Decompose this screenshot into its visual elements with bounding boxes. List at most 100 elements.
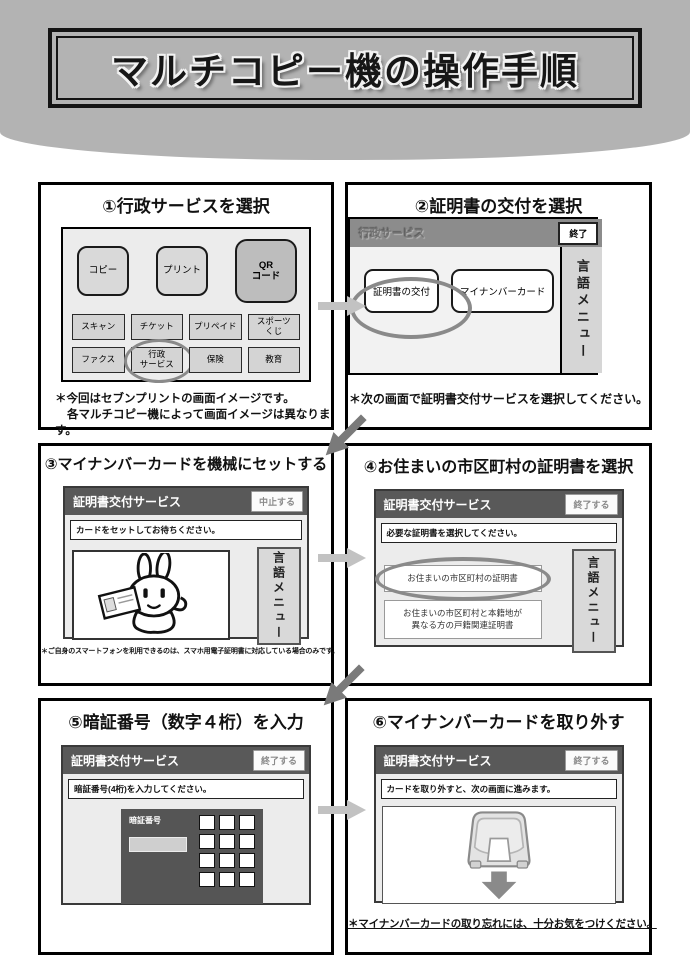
- cancel-button[interactable]: 中止する: [250, 491, 303, 512]
- family-register-certificate-button[interactable]: お住まいの市区町村と本籍地が 異なる方の戸籍関連証明書: [383, 600, 542, 640]
- screen-message: カードをセットしてお待ちください。: [70, 520, 302, 540]
- insurance-button[interactable]: 保険: [189, 347, 242, 373]
- keypad-key[interactable]: [239, 834, 255, 849]
- step5-panel: ⑤暗証番号（数字４桁）を入力 証明書交付サービス 終了する 暗証番号(4桁)を入…: [38, 698, 334, 955]
- rabbit-icon: [97, 553, 188, 634]
- certificate-issuance-button[interactable]: 証明書の交付: [364, 269, 440, 313]
- pin-entry-area: 暗証番号: [129, 815, 187, 898]
- end-button[interactable]: 終了: [558, 221, 599, 245]
- step3-title: ③マイナンバーカードを機械にセットする: [44, 456, 328, 473]
- step1-title: ①行政サービスを選択: [102, 197, 270, 216]
- page-title: マルチコピー機の操作手順: [111, 51, 579, 92]
- step6-title: ⑥マイナンバーカードを取り外す: [372, 713, 625, 732]
- step4-panel: ④お住まいの市区町村の証明書を選択 証明書交付サービス 終了する 必要な証明書を…: [345, 443, 652, 686]
- step2-title: ②証明書の交付を選択: [414, 197, 583, 216]
- sports-lottery-button[interactable]: スポーツ くじ: [247, 314, 300, 340]
- keypad-key[interactable]: [239, 872, 255, 887]
- card-reader-icon: [466, 811, 531, 900]
- step2-button-row: 証明書の交付 マイナンバーカード: [350, 247, 560, 339]
- step5-screen-header: 証明書交付サービス 終了する: [63, 747, 309, 774]
- card-reader-image: [381, 806, 616, 904]
- flow-arrow-diagonal-icon: [314, 406, 371, 463]
- keypad-key[interactable]: [199, 815, 215, 830]
- step4-screen-body: お住まいの市区町村の証明書 お住まいの市区町村と本籍地が 異なる方の戸籍関連証明…: [374, 543, 622, 653]
- language-menu-label: 言語メニュー: [271, 551, 286, 641]
- copy-button[interactable]: コピー: [77, 246, 129, 296]
- title-box: マルチコピー機の操作手順: [48, 28, 642, 108]
- step4-button-column: お住まいの市区町村の証明書 お住まいの市区町村と本籍地が 異なる方の戸籍関連証明…: [374, 557, 551, 640]
- keypad-key[interactable]: [199, 872, 215, 887]
- step2-screen-header: 行政サービス 終了: [350, 219, 603, 247]
- qr-code-button[interactable]: QR コード: [235, 239, 297, 303]
- flow-arrow-diagonal-icon: [312, 656, 369, 713]
- step6-note: ＊マイナンバーカードの取り忘れには、十分お気をつけください。: [348, 918, 657, 930]
- keypad-key[interactable]: [199, 834, 215, 849]
- step6-panel: ⑥マイナンバーカードを取り外す 証明書交付サービス 終了する カードを取り外すと…: [345, 698, 657, 955]
- step1-note-line1: ＊今回はセブンプリントの画面イメージです。: [55, 393, 295, 405]
- fax-button[interactable]: ファクス: [72, 347, 125, 373]
- prepaid-button[interactable]: プリペイド: [189, 314, 242, 340]
- language-menu-label: 言語メニュー: [574, 259, 590, 361]
- language-menu-button[interactable]: 言語メニュー: [257, 547, 301, 645]
- language-menu-button[interactable]: 言語メニュー: [571, 549, 616, 653]
- screen-message: 暗証番号(4桁)を入力してください。: [68, 779, 304, 799]
- pin-input[interactable]: [129, 837, 187, 852]
- pin-label: 暗証番号: [129, 816, 161, 825]
- step6-screen: 証明書交付サービス 終了する カードを取り外すと、次の画面に進みます。: [373, 745, 624, 904]
- end-button[interactable]: 終了する: [252, 750, 305, 771]
- education-button[interactable]: 教育: [247, 347, 300, 373]
- keypad-key[interactable]: [239, 815, 255, 830]
- screen-header-title: 証明書交付サービス: [73, 495, 182, 509]
- selection-ellipse: [123, 339, 194, 383]
- ticket-button[interactable]: チケット: [130, 314, 183, 340]
- screen-header-title: 証明書交付サービス: [383, 498, 492, 512]
- step3-note: ＊ご自身のスマートフォンを利用できるのは、スマホ用電子証明書に対応している場合の…: [41, 648, 339, 655]
- end-button[interactable]: 終了する: [565, 750, 618, 771]
- home-municipality-certificate-button[interactable]: お住まいの市区町村の証明書: [383, 565, 542, 593]
- step2-screen-body: 証明書の交付 マイナンバーカード: [350, 247, 563, 373]
- step5-screen: 証明書交付サービス 終了する 暗証番号(4桁)を入力してください。 暗証番号: [61, 745, 311, 905]
- keypad-key[interactable]: [199, 853, 215, 868]
- language-menu-button[interactable]: 言語メニュー: [562, 247, 603, 373]
- mynumber-card-button[interactable]: マイナンバーカード: [451, 269, 555, 313]
- step2-note: ＊次の画面で証明書交付サービスを選択してください。: [348, 392, 649, 406]
- step4-screen: 証明書交付サービス 終了する 必要な証明書を選択してください。 お住まいの市区町…: [373, 489, 624, 653]
- end-button[interactable]: 終了する: [565, 494, 618, 515]
- flow-arrow-right-icon: [318, 800, 366, 825]
- scan-button[interactable]: スキャン: [72, 314, 125, 340]
- step2-screen: 行政サービス 終了 証明書の交付 マイナンバーカード 言語メニュー: [348, 217, 603, 375]
- step3-panel: ③マイナンバーカードを機械にセットする 証明書交付サービス 中止する カードをセ…: [38, 443, 339, 686]
- screen-header-title: 証明書交付サービス: [383, 754, 492, 768]
- step4-title: ④お住まいの市区町村の証明書を選択: [363, 459, 634, 476]
- flow-arrow-right-icon: [318, 548, 366, 573]
- step3-screen-header: 証明書交付サービス 中止する: [65, 488, 307, 515]
- language-menu-label: 言語メニュー: [586, 556, 600, 646]
- keypad-key[interactable]: [219, 834, 235, 849]
- pin-keypad-panel: 暗証番号: [121, 809, 263, 904]
- step1-screen: コピー プリント QR コード スキャン チケット プリペイド スポーツ くじ …: [61, 227, 311, 383]
- screen-header-title: 証明書交付サービス: [71, 754, 180, 768]
- step1-panel: ①行政サービスを選択 コピー プリント QR コード スキャン チケット プリペ…: [38, 182, 334, 437]
- screen-header-title: 行政サービス: [359, 228, 425, 240]
- screen-message: カードを取り外すと、次の画面に進みます。: [380, 779, 617, 799]
- step1-note: ＊今回はセブンプリントの画面イメージです。 各マルチコピー機によって画面イメージ…: [55, 391, 331, 439]
- title-box-inner: マルチコピー機の操作手順: [56, 36, 634, 100]
- keypad-key[interactable]: [219, 853, 235, 868]
- step1-note-line2: 各マルチコピー機によって画面イメージは異なります。: [55, 409, 331, 438]
- admin-service-button[interactable]: 行政 サービス: [123, 339, 194, 383]
- keypad-key[interactable]: [239, 853, 255, 868]
- mascot-rabbit-image: [72, 550, 230, 640]
- screen-message: 必要な証明書を選択してください。: [380, 523, 617, 543]
- step1-small-button-grid: スキャン チケット プリペイド スポーツ くじ ファクス 行政 サービス 保険 …: [63, 305, 309, 383]
- step4-screen-header: 証明書交付サービス 終了する: [375, 491, 622, 518]
- step1-large-button-row: コピー プリント QR コード: [63, 229, 309, 305]
- numeric-keypad: [199, 815, 255, 898]
- keypad-key[interactable]: [219, 872, 235, 887]
- step5-title: ⑤暗証番号（数字４桁）を入力: [68, 713, 304, 732]
- step6-screen-header: 証明書交付サービス 終了する: [375, 747, 622, 774]
- step3-screen: 証明書交付サービス 中止する カードをセットしてお待ちください。: [63, 486, 309, 645]
- step3-screen-body: 言語メニュー: [65, 540, 307, 645]
- print-button[interactable]: プリント: [156, 246, 208, 296]
- keypad-key[interactable]: [219, 815, 235, 830]
